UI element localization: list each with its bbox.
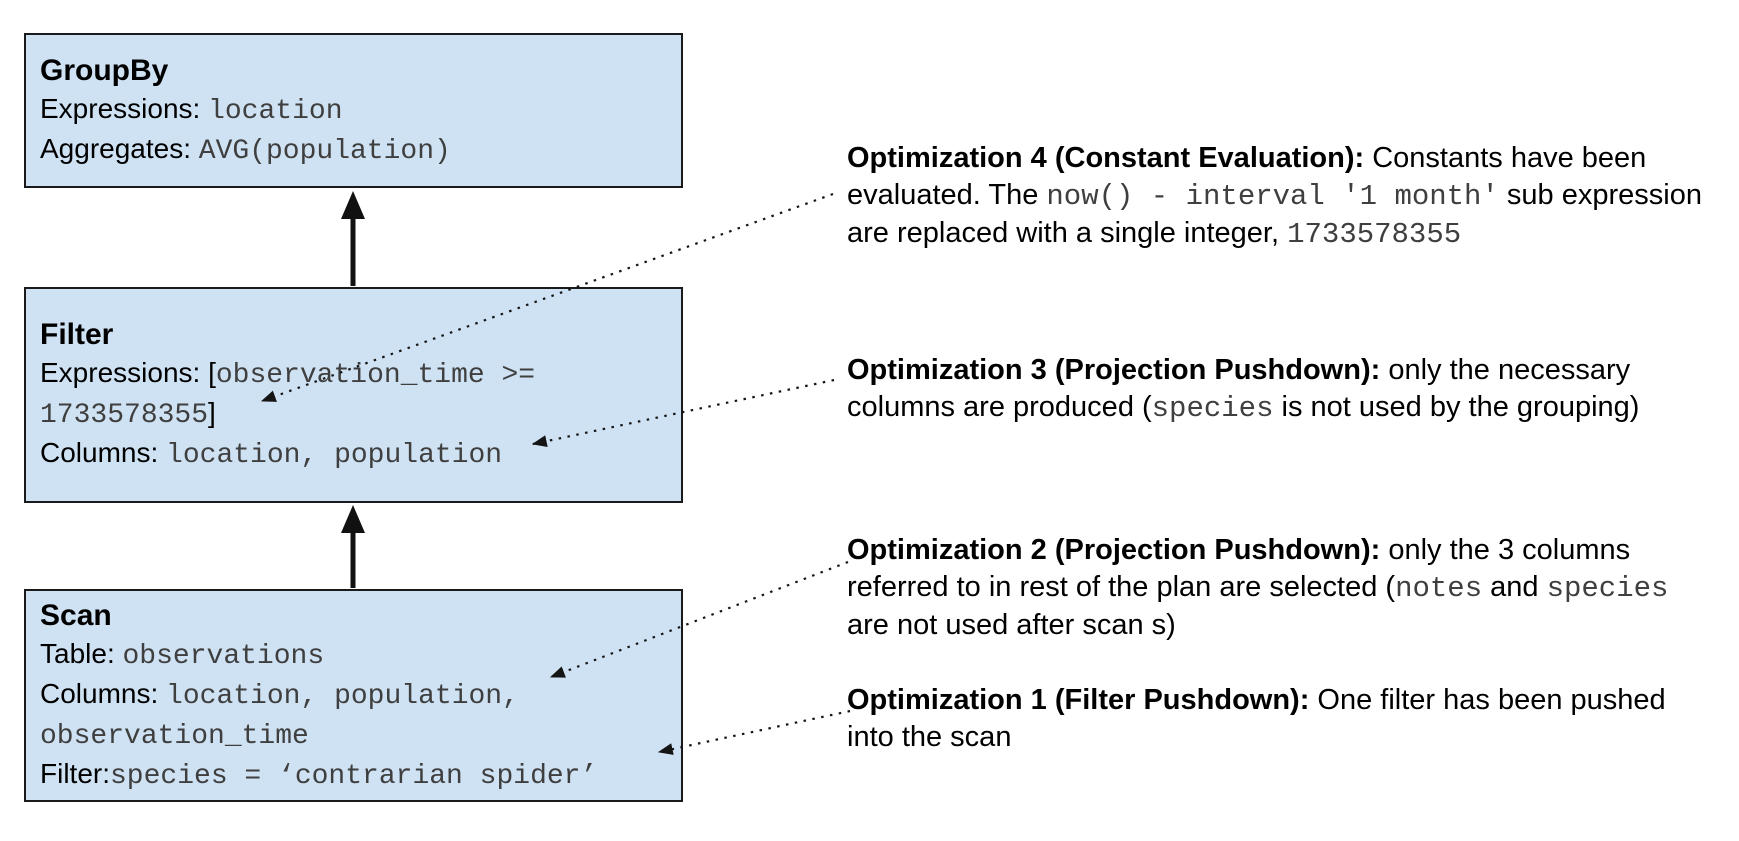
plan-node-filter: Filter Expressions: [observation_time >=… (24, 287, 683, 503)
scan-filter-label: Filter: (40, 757, 110, 789)
groupby-expressions-row: Expressions: location (40, 90, 667, 130)
opt4-title: Optimization 4 (Constant Evaluation): (847, 142, 1365, 174)
opt2-text-1: only the 3 columns referred to in rest o… (847, 534, 1631, 603)
groupby-expressions-value: location (208, 95, 343, 127)
scan-filter-row: Filter:species = ‘contrarian spider’ (40, 755, 667, 795)
dotted-connector-opt1 (657, 709, 851, 755)
opt3-title: Optimization 3 (Projection Pushdown): (847, 354, 1381, 386)
scan-table-value: observations (122, 640, 325, 672)
scan-title: Scan (40, 598, 112, 632)
edge-scan-to-filter (341, 505, 365, 588)
filter-columns-label: Columns: (40, 437, 167, 468)
opt2-text-3: are not used after scan s) (847, 609, 1176, 641)
opt1-text-1: One filter has been pushed into the scan (847, 684, 1666, 753)
filter-expressions-close-bracket: ] (208, 397, 216, 428)
opt4-text-2: sub expression are replaced with a singl… (847, 179, 1702, 249)
filter-expressions-label: Expressions: [ (40, 357, 216, 388)
filter-columns-row: Columns: location, population (40, 434, 667, 474)
opt3-code-1: species (1151, 392, 1274, 425)
opt2-title: Optimization 2 (Projection Pushdown): (847, 534, 1381, 566)
opt1-title: Optimization 1 (Filter Pushdown): (847, 684, 1310, 716)
opt4-text-1: Constants have been evaluated. The (847, 142, 1647, 211)
opt3-text-2: is not used by the grouping) (1273, 391, 1640, 423)
annotation-optimization-2: Optimization 2 (Projection Pushdown): on… (847, 532, 1709, 644)
filter-expressions-row-2: 1733578355] (40, 394, 667, 434)
plan-node-groupby: GroupBy Expressions: location Aggregates… (24, 33, 683, 188)
annotation-optimization-4: Optimization 4 (Constant Evaluation): Co… (847, 140, 1709, 253)
groupby-title: GroupBy (40, 53, 169, 87)
filter-expressions-row-1: Expressions: [observation_time >= (40, 354, 667, 394)
opt4-code-2: 1733578355 (1287, 218, 1462, 251)
scan-columns-value-2: observation_time (40, 720, 309, 752)
scan-columns-row-2: observation_time (40, 715, 667, 755)
filter-expressions-value-1: observation_time >= (215, 360, 536, 391)
groupby-aggregates-row: Aggregates: AVG(population) (40, 130, 667, 170)
opt4-code-1: now() - interval '1 month' (1046, 180, 1499, 213)
annotation-optimization-3: Optimization 3 (Projection Pushdown): on… (847, 352, 1709, 427)
opt3-text-1: only the necessary columns are produced … (847, 354, 1631, 423)
groupby-expressions-label: Expressions: (40, 92, 209, 124)
groupby-aggregates-value: AVG(population) (198, 135, 451, 167)
filter-columns-value: location, population (166, 440, 503, 471)
filter-expressions-value-2: 1733578355 (40, 400, 209, 431)
scan-filter-value: species = ‘contrarian spider’ (110, 760, 598, 792)
scan-table-label: Table: (40, 637, 123, 669)
annotation-optimization-1: Optimization 1 (Filter Pushdown): One fi… (847, 682, 1709, 756)
scan-table-row: Table: observations (40, 635, 667, 675)
scan-columns-row-1: Columns: location, population, (40, 675, 667, 715)
filter-title: Filter (40, 318, 114, 351)
opt2-code-2: species (1546, 572, 1669, 605)
scan-columns-value-1: location, population, (166, 680, 519, 712)
opt2-code-1: notes (1395, 572, 1483, 605)
edge-filter-to-groupby (341, 191, 365, 286)
plan-node-scan: Scan Table: observations Columns: locati… (24, 589, 683, 802)
scan-columns-label: Columns: (40, 677, 167, 709)
opt2-text-2: and (1482, 571, 1547, 603)
groupby-aggregates-label: Aggregates: (40, 132, 199, 164)
